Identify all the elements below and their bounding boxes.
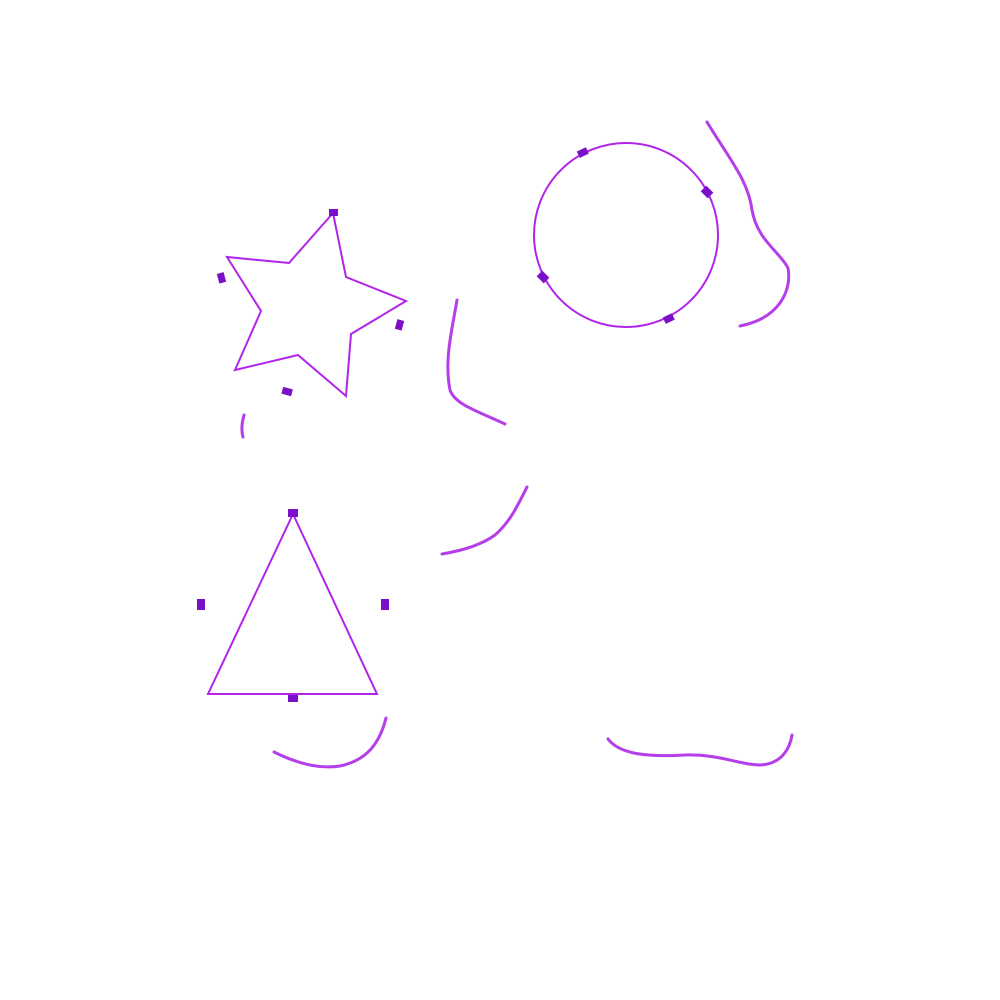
- triangle-handle[interactable]: [381, 599, 389, 610]
- star-shape[interactable]: [216, 209, 409, 399]
- traced-stroke: [606, 733, 794, 767]
- circle-shape[interactable]: [533, 142, 719, 328]
- traced-strokes: [240, 120, 794, 769]
- traced-stroke: [705, 120, 791, 328]
- star-handle[interactable]: [394, 319, 405, 331]
- star-handle[interactable]: [329, 209, 338, 216]
- triangle-handle[interactable]: [197, 599, 205, 610]
- circle-handle[interactable]: [662, 313, 675, 324]
- star-handle[interactable]: [281, 386, 293, 397]
- star-outline: [225, 210, 409, 399]
- circle-handle[interactable]: [536, 270, 550, 284]
- triangle-handle[interactable]: [288, 509, 298, 517]
- triangle-shape[interactable]: [197, 509, 389, 702]
- traced-stroke: [240, 413, 246, 439]
- traced-stroke: [446, 298, 507, 426]
- circle-outline: [533, 142, 719, 328]
- traced-stroke: [272, 716, 388, 769]
- star-handle[interactable]: [216, 272, 227, 284]
- triangle-outline: [206, 511, 379, 695]
- circle-handle[interactable]: [576, 147, 589, 158]
- triangle-handle[interactable]: [288, 695, 298, 702]
- circle-handle[interactable]: [700, 185, 714, 199]
- traced-stroke: [440, 485, 529, 556]
